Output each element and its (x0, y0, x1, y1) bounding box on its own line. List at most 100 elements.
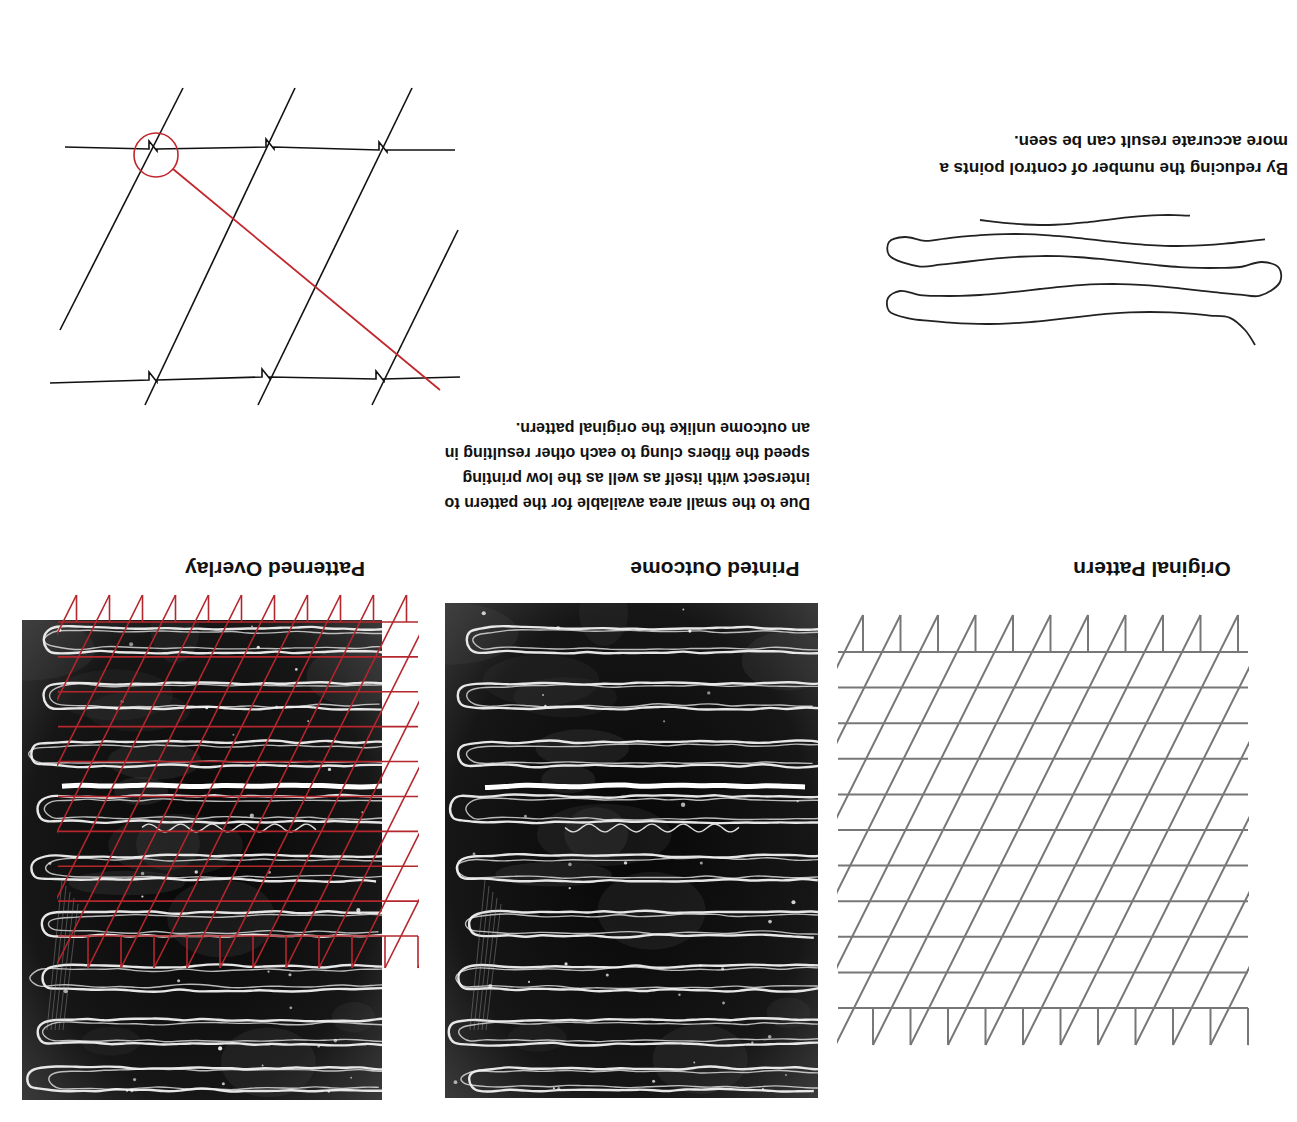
pattern-tooth (975, 615, 977, 652)
pattern-row (838, 1007, 1248, 1009)
fiber-strand (50, 684, 382, 708)
pattern-tooth (1012, 615, 1014, 652)
speckle (64, 989, 68, 993)
fiber-strand (49, 1069, 382, 1090)
pattern-row (838, 687, 1248, 689)
fiber-strand (467, 626, 818, 653)
pattern-tooth (219, 936, 221, 968)
speckle (568, 863, 572, 867)
photo-blotch (332, 1002, 376, 1032)
fiber-strand (466, 914, 818, 934)
pattern-tooth (1135, 1008, 1137, 1045)
smear (478, 892, 493, 1030)
fiber-strand (38, 1018, 382, 1045)
pattern-diagonal (352, 595, 419, 968)
speckle (141, 895, 143, 897)
pattern-diagonal (837, 615, 1013, 1045)
speckle (682, 609, 684, 611)
pattern-tooth (937, 615, 939, 652)
pattern-tooth (1097, 1008, 1099, 1045)
speckle (606, 974, 609, 977)
speckle (251, 625, 253, 627)
speckle (275, 706, 278, 709)
pattern-tooth (1200, 615, 1202, 652)
speckle (722, 1002, 725, 1005)
pattern-tooth (985, 1008, 987, 1045)
speckle (688, 629, 691, 632)
grid-diagonal (258, 88, 412, 405)
photo-blotch (536, 729, 629, 767)
fiber-strand (450, 795, 818, 824)
pattern-tooth (1050, 615, 1052, 652)
fiber-strand (43, 1022, 382, 1042)
fused-strand (485, 785, 805, 788)
pattern-row (58, 831, 418, 833)
smear (59, 898, 74, 1030)
speckle (557, 1087, 560, 1090)
pattern-tooth (241, 595, 243, 622)
pattern-row (838, 936, 1248, 938)
speckle (791, 900, 795, 904)
fiber-strand (449, 1018, 818, 1045)
pattern-diagonal (57, 595, 209, 968)
speckle (250, 813, 254, 817)
fiber-strand (461, 1070, 818, 1088)
pattern-tooth (142, 595, 144, 622)
pattern-tooth (1172, 1008, 1174, 1045)
pattern-row (58, 691, 418, 693)
photo-blotch (653, 1024, 748, 1094)
pattern-diagonal (837, 615, 938, 1045)
pattern-row (838, 758, 1248, 760)
speckle (350, 1077, 352, 1079)
smear (474, 886, 489, 1030)
panel-heading: Original Pattern (1002, 555, 1297, 583)
pattern-diagonal (253, 595, 419, 968)
pattern-tooth (384, 936, 386, 968)
speckle (328, 1090, 330, 1092)
pattern-tooth (900, 615, 902, 652)
speckle (488, 984, 492, 988)
pattern-diagonal (57, 595, 77, 968)
speckle (564, 962, 567, 965)
pattern-diagonal (57, 595, 143, 968)
pattern-tooth (1087, 615, 1089, 652)
fiber-strand (38, 795, 382, 823)
pattern-diagonal (319, 595, 419, 968)
fiber-strand (456, 967, 818, 988)
fiber-strand (44, 682, 382, 710)
pattern-diagonal (286, 595, 419, 968)
speckle (195, 870, 198, 873)
pattern-tooth (318, 936, 320, 968)
speckle (768, 920, 772, 924)
pattern-tooth (87, 936, 89, 968)
speckle (130, 1089, 133, 1092)
pattern-tooth (1125, 615, 1127, 652)
fiber-strand (458, 740, 818, 767)
overlay-photo (0, 597, 400, 1100)
speckle (785, 1074, 787, 1076)
pattern-diagonal (1136, 615, 1250, 1045)
wavy-strands (887, 215, 1281, 345)
pattern-tooth (1060, 1008, 1062, 1045)
fiber-strand (466, 798, 818, 820)
speckle (257, 646, 260, 649)
printed-photo (381, 580, 835, 1098)
pattern-tooth (109, 595, 111, 622)
fiber-strand (44, 626, 382, 653)
fiber-strand (459, 1022, 818, 1041)
pattern-row (838, 829, 1248, 831)
speckle (289, 1006, 292, 1009)
panel-heading: Patterned Overlay (125, 555, 425, 583)
pattern-tooth (1162, 615, 1164, 652)
pattern-tooth (1247, 1008, 1249, 1045)
speckle (528, 981, 530, 983)
pattern-tooth (186, 936, 188, 968)
grid-diagonal (60, 88, 183, 330)
pattern-diagonal (1248, 615, 1249, 1045)
speckle (218, 1046, 222, 1050)
fiber-strand (458, 682, 818, 709)
speckle (356, 908, 360, 912)
speckle (126, 1090, 128, 1092)
